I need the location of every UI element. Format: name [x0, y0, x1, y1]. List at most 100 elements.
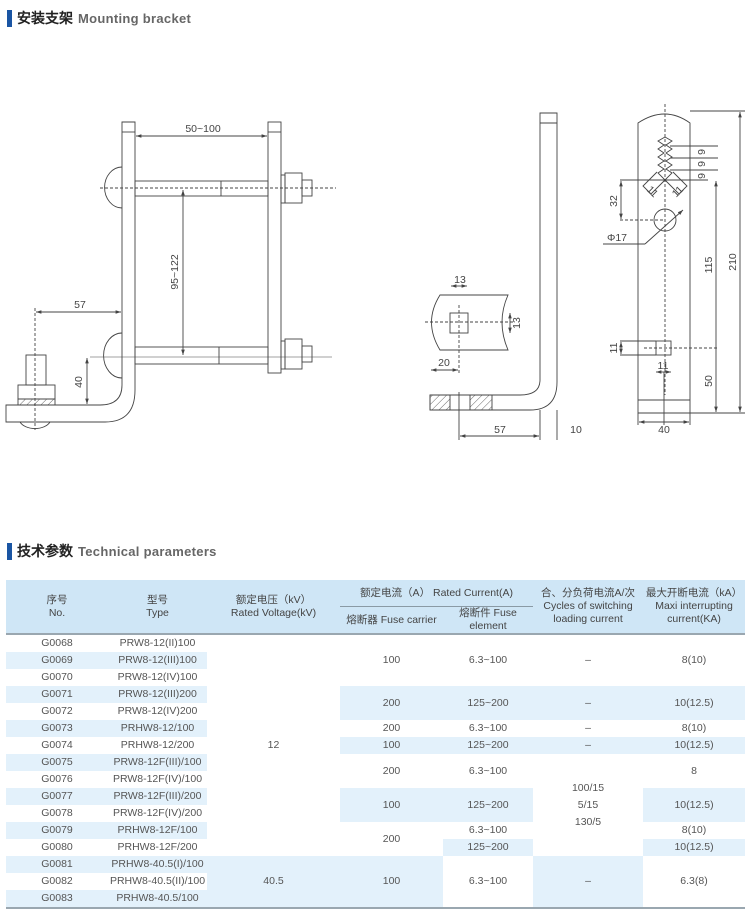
cell-carrier: 100 [340, 856, 443, 908]
cell-element: 125~200 [443, 686, 534, 720]
cell-type: PRW8-12F(IV)/200 [112, 807, 203, 819]
cell-carrier: 100 [340, 737, 443, 754]
section-title-mounting-bracket: 安装支架 Mounting bracket [7, 9, 191, 27]
cell-type: PRW8-12(IV)100 [117, 671, 198, 683]
dim-hole-diameter: Φ17 [607, 232, 627, 244]
title-en: Technical parameters [78, 543, 217, 559]
cell-type: PRHW8-40.5(I)/100 [108, 856, 207, 873]
dim-slot-h: 11 [608, 342, 620, 353]
dim-base-height: 40 [73, 376, 85, 388]
cell-no: G0073 [6, 720, 108, 737]
cell-element: 6.3~100 [468, 654, 508, 666]
cell-carrier: 100 [340, 788, 443, 822]
cell-maxi: 10(12.5) [643, 686, 746, 720]
cell-carrier: 200 [382, 832, 401, 845]
cell-type: PRW8-12F(III)/100 [108, 754, 207, 771]
cell-element: 6.3~100 [468, 764, 508, 777]
cell-carrier: 200 [340, 686, 443, 720]
table-row: G0068 PRW8-12(II)100 12 100 6.3~100 – 8(1… [6, 634, 745, 751]
header-fuse-element: 熔断件 Fuse element [443, 606, 534, 634]
header-rated-current: 额定电流（A） Rated Current(A) [340, 580, 534, 607]
cell-no: G0070 [41, 671, 73, 683]
cell-type: PRHW8-40.5(II)/100 [109, 875, 206, 887]
cell-no: G0068 [41, 637, 73, 649]
cell-type: PRW8-12(III)200 [108, 686, 207, 703]
cell-no: G0075 [6, 754, 108, 771]
dim-210: 210 [727, 253, 739, 271]
cell-maxi: 8(10) [681, 654, 707, 666]
cell-type: PRW8-12F(IV)/100 [112, 773, 203, 785]
cell-no: G0083 [6, 890, 108, 908]
dim-tooth-3: 9 [696, 173, 708, 179]
cell-carrier: 100 [382, 654, 401, 666]
cell-type: PRHW8-12/200 [120, 739, 195, 751]
title-accent-bar [7, 542, 12, 560]
title-accent-bar [7, 9, 12, 27]
header-voltage: 额定电压（kV）Rated Voltage(kV) [207, 580, 340, 634]
header-fuse-carrier: 熔断器 Fuse carrier [340, 606, 443, 634]
dim-height-range: 95~122 [169, 254, 181, 289]
cell-maxi: 8(10) [681, 824, 707, 836]
dim-slot-a: 11 [644, 184, 660, 200]
title-cn: 技术参数 [17, 544, 73, 560]
cell-cycles: – [533, 737, 644, 754]
table-row: G0070 PRW8-12(IV)100 [6, 669, 745, 686]
dim-slot-width: 13 [454, 274, 466, 286]
section-title-technical-parameters: 技术参数 Technical parameters [7, 542, 217, 560]
dim-tooth-2: 9 [696, 161, 708, 167]
cell-no: G0076 [41, 773, 73, 785]
cell-no: G0077 [6, 788, 108, 805]
cell-maxi: 10(12.5) [643, 788, 746, 822]
dim-width-range: 50~100 [185, 123, 220, 135]
cell-no: G0081 [6, 856, 108, 873]
title-cn: 安装支架 [17, 11, 73, 27]
cell-maxi: 10(12.5) [643, 737, 746, 754]
dim-tooth-1: 9 [696, 149, 708, 155]
dim-50: 50 [703, 375, 715, 387]
dim-slot-b: 11 [670, 184, 686, 200]
dim-thickness: 10 [570, 424, 582, 436]
dim-offset: 57 [74, 299, 86, 311]
mounting-bracket-drawings: 50~100 95~122 57 40 13 13 20 57 10 [5, 104, 745, 440]
bracket-plate-view [603, 104, 745, 425]
dim-hole-offset: 32 [608, 195, 620, 207]
cell-no: G0072 [41, 705, 73, 717]
title-en: Mounting bracket [78, 10, 192, 26]
cell-carrier: 200 [382, 722, 401, 734]
cell-voltage: 12 [267, 739, 280, 751]
cell-no: G0069 [6, 652, 108, 669]
cell-cycles: – [533, 856, 644, 908]
dim-slot-height: 13 [511, 317, 523, 329]
cell-voltage: 40.5 [207, 856, 340, 908]
dim-slot-w: 11 [658, 360, 669, 372]
cell-cycles: – [585, 722, 591, 734]
cell-no: G0074 [41, 739, 73, 751]
cell-type: PRHW8-40.5/100 [108, 890, 207, 908]
dim-115: 115 [703, 256, 715, 273]
dim-40: 40 [658, 424, 670, 436]
cell-no: G0079 [6, 822, 108, 839]
cell-cycles: – [533, 686, 644, 720]
cell-type: PRW8-12F(III)/200 [108, 788, 207, 805]
bracket-front-view [5, 121, 336, 430]
bracket-side-view [425, 112, 558, 440]
cell-type: PRHW8-12F/200 [117, 841, 198, 853]
cell-type: PRW8-12(II)100 [119, 637, 196, 649]
cell-type: PRHW8-12F/100 [108, 822, 207, 839]
